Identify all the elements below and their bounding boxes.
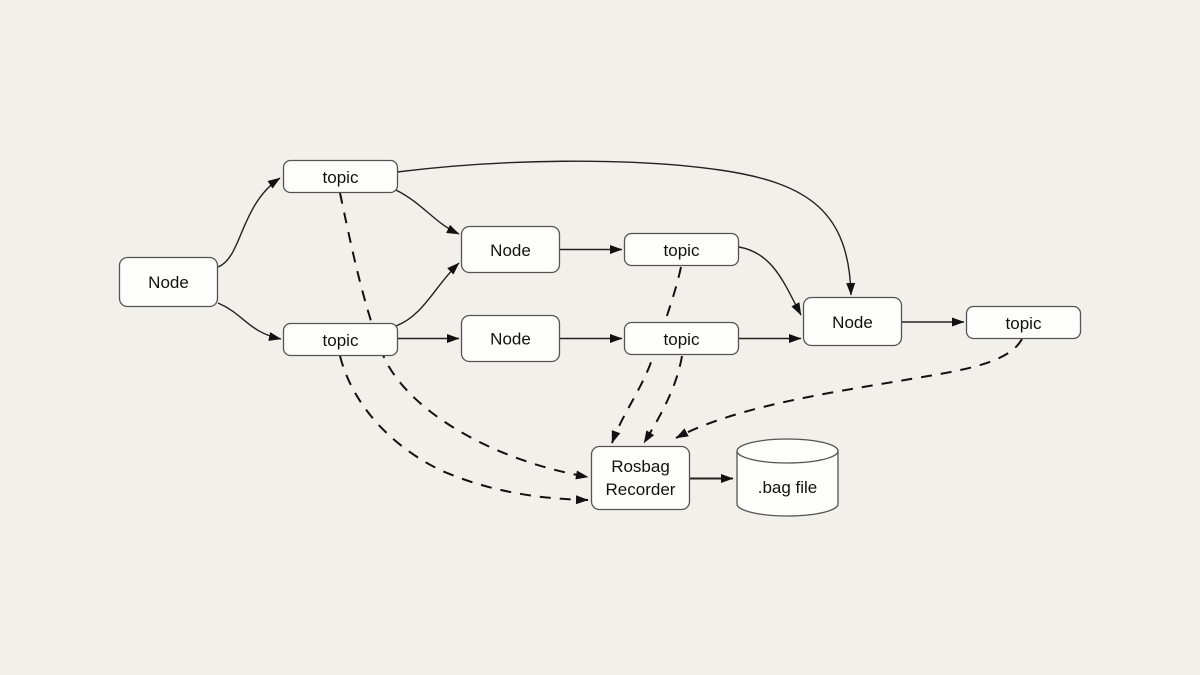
node-box-left-rect: [118, 256, 219, 308]
node-box-mid-bottom: Node: [460, 314, 561, 363]
topic-box-right: topic: [965, 305, 1082, 340]
topic-box-mid-top-label: topic: [664, 241, 700, 260]
bag-file-cylinder-rim: [736, 450, 839, 464]
edge-topic-top-to-node-right: [396, 160, 856, 296]
bag-file-cylinder: .bag file: [736, 438, 839, 517]
topic-box-right-rect: [965, 305, 1082, 340]
node-box-mid-top-rect: [460, 225, 561, 274]
dashed-edge-topic-mid-bottom-to-rosbag-recorder: [643, 355, 683, 444]
topic-box-mid-bottom-label: topic: [664, 330, 700, 349]
node-box-mid-bottom-rect: [460, 314, 561, 363]
node-box-right-label: Node: [832, 313, 873, 332]
node-box-right: Node: [802, 296, 903, 347]
topic-box-top: topic: [282, 159, 399, 194]
bag-file-label: .bag file: [758, 478, 818, 497]
edge-topic-top-to-node-mid-top: [395, 189, 460, 235]
dashed-edge-topic-right-to-rosbag-recorder: [675, 338, 1023, 439]
rosbag-recorder-rect: [590, 445, 691, 511]
node-box-mid-top-label: Node: [490, 241, 531, 260]
edge-node-left-to-topic-mid-left: [217, 302, 282, 341]
edge-topic-mid-left-to-node-mid-top: [395, 262, 460, 327]
topic-box-top-label: topic: [323, 168, 359, 187]
bag-file-cylinder-body: [736, 438, 839, 517]
topic-box-mid-bottom-rect: [623, 321, 740, 356]
edge-topic-mid-top-to-node-right: [738, 246, 802, 316]
node-box-left-label: Node: [148, 273, 189, 292]
dashed-edge-topic-mid-left-to-rosbag-recorder: [339, 355, 589, 505]
node-box-right-rect: [802, 296, 903, 347]
topic-box-mid-left-label: topic: [323, 331, 359, 350]
rosbag-recorder-label-line1: Rosbag: [611, 457, 670, 476]
edge-node-left-to-topic-top: [217, 177, 281, 268]
topic-box-mid-left-rect: [282, 322, 399, 357]
topic-box-mid-bottom: topic: [623, 321, 740, 356]
topic-box-mid-left: topic: [282, 322, 399, 357]
node-box-left: Node: [118, 256, 219, 308]
node-box-mid-top: Node: [460, 225, 561, 274]
node-box-mid-bottom-label: Node: [490, 330, 531, 349]
dashed-edge-topic-mid-top-to-rosbag-recorder: [611, 266, 682, 444]
topic-box-mid-top: topic: [623, 232, 740, 267]
topic-box-mid-top-rect: [623, 232, 740, 267]
topic-box-right-label: topic: [1006, 314, 1042, 333]
topic-box-top-rect: [282, 159, 399, 194]
rosbag-recorder-label-line2: Recorder: [606, 480, 676, 499]
rosbag-recorder-box: Rosbag Recorder: [590, 445, 691, 511]
